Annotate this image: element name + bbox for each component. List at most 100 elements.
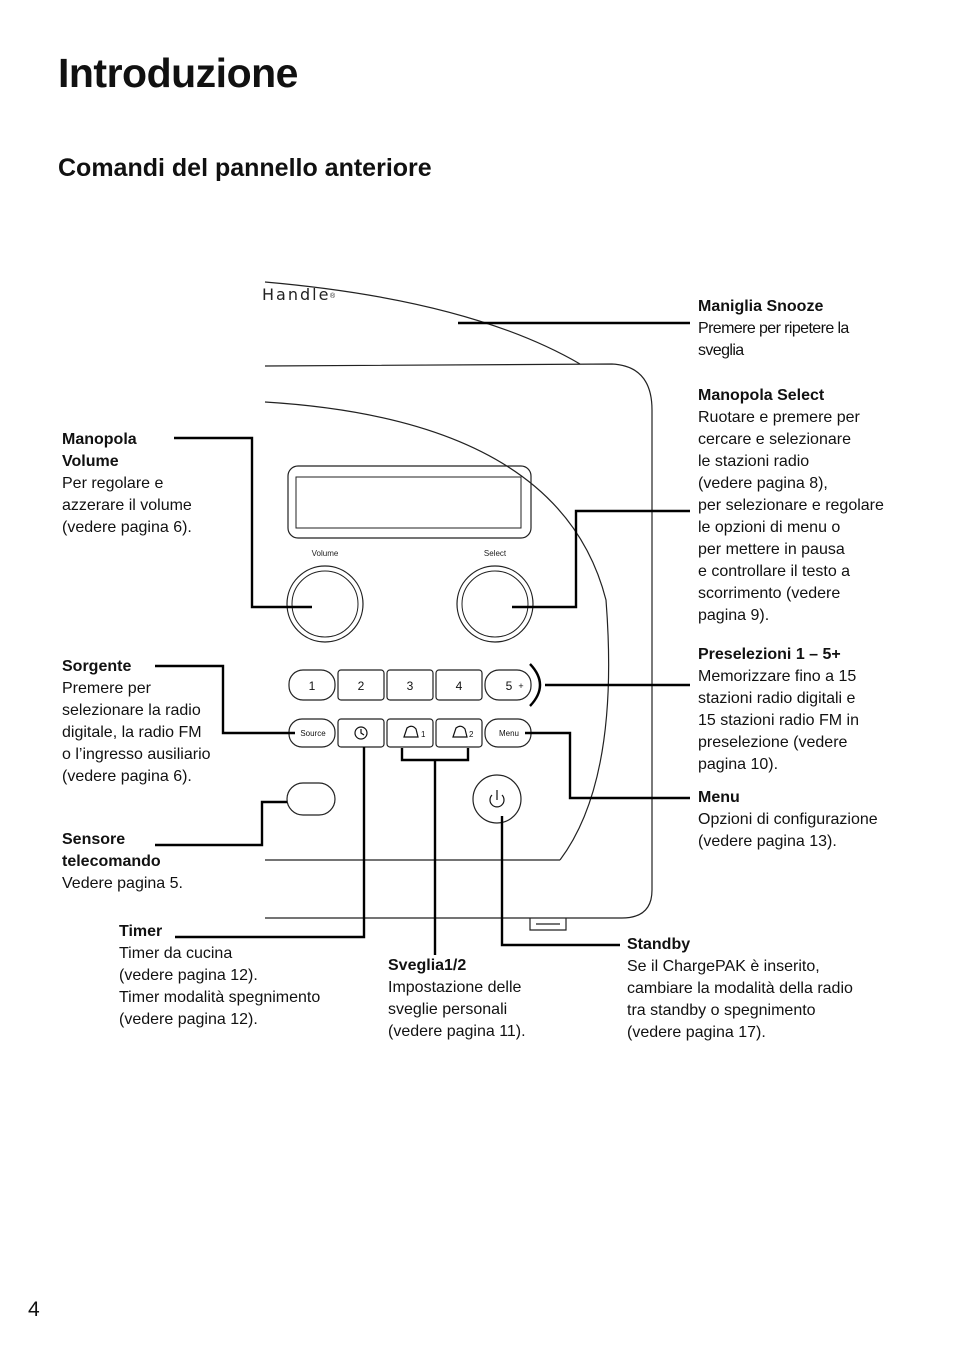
preset-label-4: 4: [456, 679, 463, 693]
callout-line: digitale, la radio FM: [62, 724, 202, 741]
callout-line: per mettere in pausa: [698, 541, 845, 558]
select-knob[interactable]: [456, 565, 534, 643]
callout-line: sveglia: [698, 342, 744, 359]
callout-line: le opzioni di menu o: [698, 519, 841, 536]
volume-leader: [174, 436, 312, 609]
callout-title: Manopola Select: [698, 387, 825, 404]
callout-line: per selezionare e regolare: [698, 497, 884, 514]
alarm-1-button[interactable]: [386, 718, 434, 748]
preset-label-2: 2: [358, 679, 365, 693]
callout-line: Impostazione delle: [388, 979, 522, 996]
snooze-handle-outline: [264, 281, 581, 365]
callout-snooze: Maniglia Snooze Premere per ripetere la …: [698, 296, 849, 362]
callout-line: (vedere pagina 13).: [698, 833, 837, 850]
callout-title: Timer: [119, 923, 163, 940]
callout-line: sveglie personali: [388, 1001, 508, 1018]
callout-line: (vedere pagina 6).: [62, 768, 192, 785]
remote-sensor: [286, 782, 336, 816]
power-icon: [489, 790, 505, 808]
callout-title: Manopola: [62, 431, 137, 448]
callout-presets: Preselezioni 1 – 5+ Memorizzare fino a 1…: [698, 644, 859, 776]
menu-leader: [525, 731, 690, 800]
page-title: Introduzione: [58, 50, 298, 96]
callout-line: Timer modalità spegnimento: [119, 989, 321, 1006]
preset-button-4[interactable]: [435, 669, 483, 701]
brand-registered-mark: ®: [330, 292, 336, 300]
sensor-leader: [155, 800, 287, 847]
callout-sensor: Sensore telecomando Vedere pagina 5.: [62, 829, 183, 895]
standby-leader: [500, 816, 620, 947]
callout-line: Premere per ripetere la: [698, 320, 849, 337]
callout-line: Opzioni di configurazione: [698, 811, 878, 828]
callout-line: preselezione (vedere: [698, 734, 848, 751]
callout-line: Timer da cucina: [119, 945, 233, 962]
source-button-label: Source: [300, 729, 326, 738]
menu-button-label: Menu: [499, 729, 519, 738]
callout-line: cambiare la modalità della radio: [627, 980, 853, 997]
callout-alarm: Sveglia1/2 Impostazione delle sveglie pe…: [388, 955, 526, 1043]
callout-line: (vedere pagina 12).: [119, 1011, 258, 1028]
callout-line: e controllare il testo a: [698, 563, 851, 580]
radio-display: [287, 465, 532, 539]
preset-label-3: 3: [407, 679, 414, 693]
select-knob-label: Select: [484, 549, 507, 558]
source-leader: [155, 664, 295, 735]
callout-timer: Timer Timer da cucina (vedere pagina 12)…: [119, 921, 320, 1031]
section-subtitle: Comandi del pannello anteriore: [58, 154, 432, 182]
callout-line: (vedere pagina 17).: [627, 1024, 766, 1041]
preset-label-1: 1: [309, 679, 316, 693]
preset-button-3[interactable]: [386, 669, 434, 701]
callout-line: o l’ingresso ausiliario: [62, 746, 211, 763]
page-number: 4: [28, 1298, 40, 1321]
callout-line: selezionare la radio: [62, 702, 201, 719]
callout-line: tra standby o spegnimento: [627, 1002, 816, 1019]
alarm-1-label: 1: [421, 730, 426, 739]
alarm-bracket: [400, 748, 470, 762]
callout-line: azzerare il volume: [62, 497, 192, 514]
callout-line: Se il ChargePAK è inserito,: [627, 958, 820, 975]
callout-line: Memorizzare fino a 15: [698, 668, 857, 685]
select-leader: [512, 509, 690, 609]
callout-line: pagina 9).: [698, 607, 770, 624]
alarm-2-label: 2: [469, 730, 474, 739]
callout-title: Preselezioni 1 – 5+: [698, 646, 841, 663]
callout-menu: Menu Opzioni di configurazione (vedere p…: [698, 787, 878, 853]
callout-line: Per regolare e: [62, 475, 164, 492]
alarm-2-button[interactable]: [435, 718, 483, 748]
callout-title: Menu: [698, 789, 740, 806]
preset-plus-label: +: [518, 681, 523, 691]
callout-line: (vedere pagina 12).: [119, 967, 258, 984]
callout-standby: Standby Se il ChargePAK è inserito, camb…: [627, 934, 853, 1044]
preset-label-5: 5: [506, 679, 513, 693]
callout-line: scorrimento (vedere: [698, 585, 841, 602]
callout-line: (vedere pagina 8),: [698, 475, 828, 492]
presets-bracket: [529, 663, 542, 707]
clock-icon: [354, 726, 368, 740]
brand-logo: Handle: [262, 285, 330, 304]
callout-title: Sveglia1/2: [388, 957, 467, 974]
callout-line: cercare e selezionare: [698, 431, 851, 448]
callout-line: pagina 10).: [698, 756, 779, 773]
callout-line: Ruotare e premere per: [698, 409, 860, 426]
bell-icon: [452, 725, 468, 738]
callout-title: telecomando: [62, 853, 161, 870]
callout-volume: Manopola Volume Per regolare e azzerare …: [62, 429, 192, 539]
preset-button-1[interactable]: [288, 669, 336, 701]
callout-line: stazioni radio digitali e: [698, 690, 856, 707]
callout-title: Standby: [627, 936, 691, 953]
bell-icon: [403, 725, 419, 738]
preset-button-2[interactable]: [337, 669, 385, 701]
callout-line: Vedere pagina 5.: [62, 875, 183, 892]
preset-button-5[interactable]: [484, 669, 532, 701]
callout-line: le stazioni radio: [698, 453, 810, 470]
callout-title: Sorgente: [62, 658, 132, 675]
callout-source: Sorgente Premere per selezionare la radi…: [62, 656, 211, 788]
callout-line: (vedere pagina 11).: [388, 1023, 526, 1040]
timer-leader: [175, 747, 366, 939]
volume-knob-label: Volume: [312, 549, 339, 558]
volume-knob[interactable]: [286, 565, 364, 643]
callout-line: 15 stazioni radio FM in: [698, 712, 859, 729]
callout-select: Manopola Select Ruotare e premere per ce…: [698, 385, 884, 627]
callout-title: Maniglia Snooze: [698, 298, 824, 315]
